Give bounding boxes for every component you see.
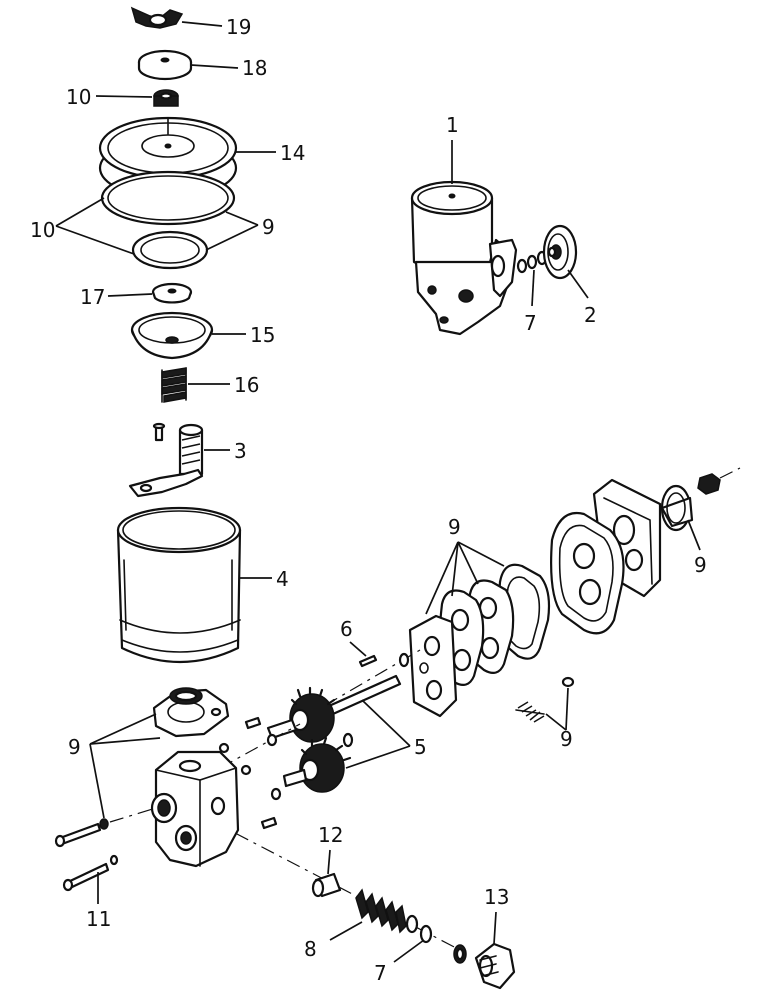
part-12-plunger [311,872,342,898]
svg-text:14: 14 [280,141,305,165]
part-2-pulley [542,224,578,280]
callout-13: 13 [484,885,509,945]
svg-text:15: 15 [250,323,275,347]
svg-text:11: 11 [86,907,111,931]
part-1-filter-assembly [410,180,518,336]
callout-14: 14 [236,141,305,165]
svg-text:9: 9 [448,515,461,539]
svg-text:3: 3 [234,439,247,463]
part-9-gasket-stack [408,563,551,718]
callout-9-gaskets: 9 [425,515,505,615]
callout-9-base: 9 [68,713,161,819]
callout-6: 6 [340,617,367,657]
part-9-seal-cap [660,484,694,532]
callout-18: 18 [190,56,267,80]
callout-17: 17 [80,285,153,309]
callout-9-middle: 9 [205,211,275,251]
part-dowel-pins [244,716,282,830]
callout-15: 15 [212,323,275,347]
part-10-nut [153,89,179,107]
svg-text:8: 8 [304,937,317,961]
part-4-filter-element [116,506,242,664]
part-9-base-gasket [152,687,230,738]
svg-text:19: 19 [226,15,251,39]
svg-text:9: 9 [694,553,707,577]
svg-text:7: 7 [374,961,387,985]
part-9-seal-ring [131,230,209,270]
svg-text:9: 9 [560,727,573,751]
callout-2: 2 [567,269,597,327]
part-11-bolts [54,807,157,892]
callout-9-spring: 9 [545,687,573,751]
svg-text:9: 9 [68,735,81,759]
part-pump-housing [150,723,461,951]
svg-text:2: 2 [584,303,597,327]
part-5-gears [266,649,421,793]
callout-16: 16 [188,373,259,397]
callout-5: 5 [345,699,427,769]
callout-3: 3 [204,439,247,463]
part-7-washers-bottom [405,914,467,964]
callout-10-top: 10 [66,85,153,109]
callout-19: 19 [181,15,251,39]
svg-text:17: 17 [80,285,105,309]
callout-7-bottom: 7 [374,939,425,985]
callout-4: 4 [240,567,289,591]
part-10-gasket-ring [100,170,236,226]
part-9-relief-spring [515,676,575,723]
svg-text:10: 10 [30,218,55,242]
callout-8: 8 [304,921,363,961]
part-7-o-rings-top [516,250,548,274]
part-18-washer [137,49,193,81]
part-13-plug [474,942,516,990]
callout-9-seal: 9 [687,519,707,577]
callout-1: 1 [446,113,459,184]
callout-10-middle: 10 [30,197,135,255]
callout-7-top: 7 [524,269,537,335]
part-6-pin [358,654,378,668]
part-16-spring [161,367,187,403]
svg-text:12: 12 [318,823,343,847]
part-9-lock-nut [697,467,741,495]
svg-text:16: 16 [234,373,259,397]
svg-text:9: 9 [262,215,275,239]
part-15-valve-cup [130,311,214,360]
svg-text:10: 10 [66,85,91,109]
svg-text:18: 18 [242,56,267,80]
part-pump-body-plate [550,511,625,635]
svg-text:7: 7 [524,311,537,335]
callout-12: 12 [318,823,343,875]
svg-text:6: 6 [340,617,353,641]
svg-text:1: 1 [446,113,459,137]
part-8-spring [355,888,407,934]
part-19-wing-nut [130,6,184,29]
part-3-center-tube [128,422,204,498]
svg-text:4: 4 [276,567,289,591]
svg-text:13: 13 [484,885,509,909]
part-17-retainer [151,282,193,304]
callout-11: 11 [86,872,111,931]
svg-text:5: 5 [414,735,427,759]
